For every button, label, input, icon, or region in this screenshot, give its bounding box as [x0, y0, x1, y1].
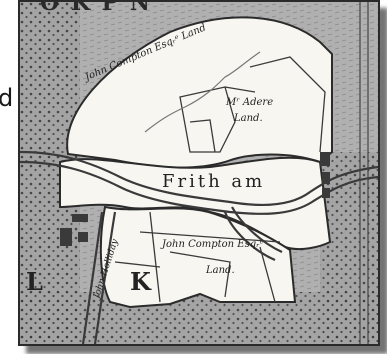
- label-compton-lower-land: Land.: [206, 265, 235, 276]
- label-letter-k: K: [130, 267, 151, 296]
- label-adere-name: Mʳ Adere: [226, 97, 274, 108]
- cropped-text-fragment: d: [0, 84, 14, 112]
- historical-map: O K P N John Compton Esqᵣᵉ Land Mʳ Adere…: [18, 0, 380, 346]
- map-drawing: [20, 2, 378, 344]
- label-letter-l: L: [26, 267, 43, 296]
- buildings: [60, 152, 330, 246]
- field-boundaries: [114, 56, 326, 303]
- top-fragment-text: O K P N: [40, 0, 152, 16]
- label-adere-land: Land.: [234, 113, 263, 124]
- woodland-bottom: [20, 292, 378, 344]
- label-fritham: Frith am: [162, 171, 266, 192]
- label-compton-lower: John Compton Esqᵣᵉ: [162, 239, 264, 250]
- stream: [144, 51, 261, 133]
